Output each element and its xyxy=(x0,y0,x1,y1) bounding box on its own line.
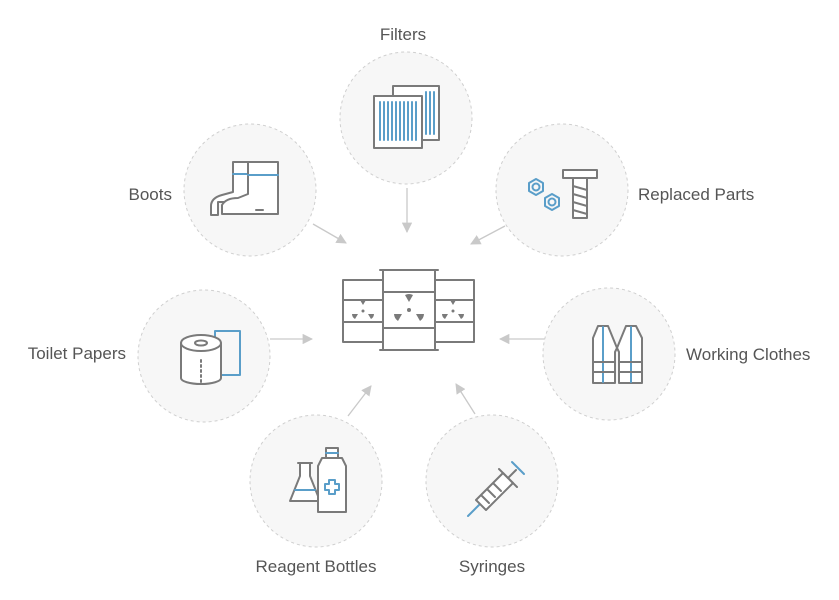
node-reagent-bottles: Reagent Bottles xyxy=(249,414,383,576)
node-syringes: Syringes xyxy=(425,414,559,576)
node-circle xyxy=(495,123,629,257)
node-replaced-parts: Replaced Parts xyxy=(495,123,754,257)
node-label: Working Clothes xyxy=(686,345,810,364)
boots-icon xyxy=(210,161,279,216)
node-boots: Boots xyxy=(129,123,317,257)
radioactive-barrels-icon xyxy=(342,269,475,351)
node-label: Replaced Parts xyxy=(638,185,754,204)
node-label: Reagent Bottles xyxy=(256,557,377,576)
node-filters: Filters xyxy=(339,25,473,185)
flask-bottle-icon xyxy=(289,447,347,513)
arrow-boots xyxy=(312,223,347,244)
node-circle xyxy=(249,414,383,548)
arrow-syringes xyxy=(455,383,476,415)
nut-bolt-icon xyxy=(528,169,598,219)
node-label: Syringes xyxy=(459,557,525,576)
node-toilet-papers: Toilet Papers xyxy=(28,289,271,423)
node-label: Toilet Papers xyxy=(28,344,126,363)
node-label: Filters xyxy=(380,25,426,44)
arrows xyxy=(270,188,545,417)
arrow-replaced-parts xyxy=(470,225,506,245)
syringe-icon xyxy=(467,461,525,517)
toilet-paper-icon xyxy=(180,330,241,385)
filters-icon xyxy=(373,85,440,149)
node-circle xyxy=(425,414,559,548)
node-label: Boots xyxy=(129,185,172,204)
node-working-clothes: Working Clothes xyxy=(542,287,810,421)
arrow-reagent-bottles xyxy=(347,385,372,417)
vest-icon xyxy=(592,325,643,384)
